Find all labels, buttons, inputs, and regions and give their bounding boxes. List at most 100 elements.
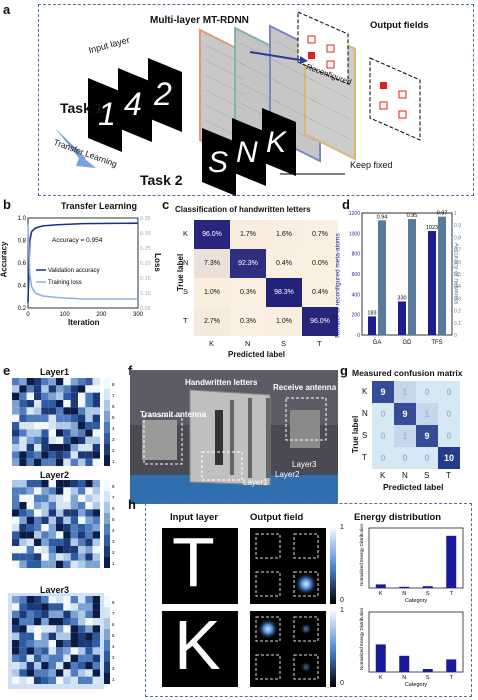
d-y2label: Accuracy of networks (452, 242, 460, 305)
d-plot-frame (361, 212, 453, 336)
g-cell: 0 (416, 447, 438, 469)
g-cell: 0 (372, 403, 394, 425)
h-bar (375, 644, 386, 672)
c-cell: 0.7% (302, 220, 338, 249)
d-label-meta-atoms: 183 (367, 310, 376, 316)
h-bar (446, 535, 457, 588)
task1-char-3: 2 (153, 76, 172, 112)
f-receive-label: Receive antenna (273, 383, 337, 392)
d-label-meta-atoms: 330 (397, 295, 406, 301)
b-y2tick: 0.15 (140, 276, 151, 282)
d-ytick: 1000 (349, 231, 360, 237)
b-annotation: Accuracy = 0.954 (52, 237, 103, 244)
task1-card-2 (118, 68, 152, 142)
h-input-label: Input layer (170, 512, 219, 523)
e-layer2-label: Layer2 (40, 470, 70, 480)
mt-rdnn-title: Multi-layer MT-RDNN (150, 15, 249, 26)
h-xtick: K (379, 675, 383, 681)
e-cb-tick: 5 (112, 415, 115, 420)
b-ytick: 0.6 (18, 261, 27, 267)
e-cb-tick: 1 (112, 561, 115, 566)
task1-card-1 (88, 78, 122, 152)
g-row-label: K (362, 387, 368, 396)
g-cell: 9 (372, 381, 394, 403)
e-cb-tick: 7 (112, 495, 115, 500)
task1-char-2: 4 (124, 86, 142, 122)
d-bar-accuracy (378, 220, 386, 335)
e-cb-tick: 8 (112, 382, 115, 387)
d-bar-meta-atoms (428, 230, 436, 335)
d-y2tick: 0.2 (454, 309, 461, 315)
d-ytick: 600 (352, 272, 361, 278)
c-row-label: K (183, 229, 189, 238)
panel-label-a: a (3, 2, 11, 17)
h-colorbar-1 (330, 528, 336, 604)
b-ytick: 0.2 (18, 306, 27, 312)
g-cell: 1 (394, 381, 416, 403)
panel-a-frame (38, 4, 474, 196)
output-fields-label: Output fields (370, 20, 429, 31)
f-handwritten-label: Handwritten letters (185, 378, 258, 387)
h-xtick: T (450, 675, 454, 681)
b-legend-acc: Validation accuracy (48, 268, 100, 274)
b-y2tick: 0.25 (140, 246, 151, 252)
b-y2tick: 0.30 (140, 231, 151, 237)
h-xlabel: Category (405, 682, 428, 688)
e-cb-tick: 1 (112, 459, 115, 464)
h-bar (375, 584, 386, 588)
e-cb-tick: 6 (112, 506, 115, 511)
d-label-accuracy: 0.97 (437, 211, 448, 217)
d-y2tick: 0 (454, 333, 457, 339)
d-ytick: 1200 (349, 211, 360, 217)
g-cell: 0 (372, 425, 394, 447)
e-cb-tick: 3 (112, 655, 115, 660)
d-ytick: 0 (357, 333, 360, 339)
d-y2tick: 1 (454, 211, 457, 217)
h-ylabel: Normalized Energy Distribution (359, 607, 364, 670)
g-cell: 0 (372, 447, 394, 469)
g-cell: 0 (438, 403, 460, 425)
h-xtick: N (402, 591, 406, 597)
h-ylabel: Normalized Energy Distribution (359, 523, 364, 586)
h-xtick: S (426, 591, 430, 597)
c-row-label: T (183, 316, 188, 325)
b-xtick: 100 (60, 312, 71, 317)
d-ytick: 400 (352, 292, 361, 298)
c-col-label: S (281, 339, 287, 348)
d-xtick: GD (403, 340, 413, 346)
c-row-label: N (183, 258, 189, 267)
d-label-accuracy: 0.94 (377, 214, 388, 220)
h-colorbar-2 (330, 611, 336, 687)
e-cb-tick: 5 (112, 633, 115, 638)
e-cb-tick: 7 (112, 611, 115, 616)
e-cb-tick: 8 (112, 600, 115, 605)
c-col-label: T (317, 339, 322, 348)
h-energy-label: Energy distribution (354, 512, 442, 523)
b-y2tick: 0.10 (140, 291, 151, 297)
b-xtick: 0 (26, 312, 30, 317)
panel-a-diagram: 1 4 2 S N K (55, 11, 421, 196)
reconfigured-arrow (249, 51, 301, 61)
g-cell: 0 (438, 381, 460, 403)
b-ytick: 1.0 (18, 216, 27, 222)
g-row-label: N (362, 409, 368, 418)
h-bar (422, 586, 433, 588)
b-ylabel: Accuracy (0, 241, 9, 278)
b-xtick: 200 (96, 312, 107, 317)
h-xlabel: Category (405, 598, 428, 604)
b-ytick: 0.8 (18, 239, 27, 245)
d-label-accuracy: 0.95 (407, 213, 418, 219)
c-cell: 0.3% (230, 307, 266, 336)
g-title: Measured confusion matrix (352, 368, 463, 378)
e-cb-tick: 4 (112, 528, 115, 533)
task1-card-3 (148, 58, 182, 132)
f-layer1-label: Layer1 (243, 478, 268, 487)
e-layer3-label: Layer3 (40, 585, 70, 595)
e-cb-tick: 4 (112, 644, 115, 649)
d-y2tick: 0.9 (454, 223, 461, 229)
c-cell: 0.3% (230, 278, 266, 307)
g-cell: 0 (394, 447, 416, 469)
d-ylabel: Number of reconfigured meta-atoms (334, 233, 342, 338)
